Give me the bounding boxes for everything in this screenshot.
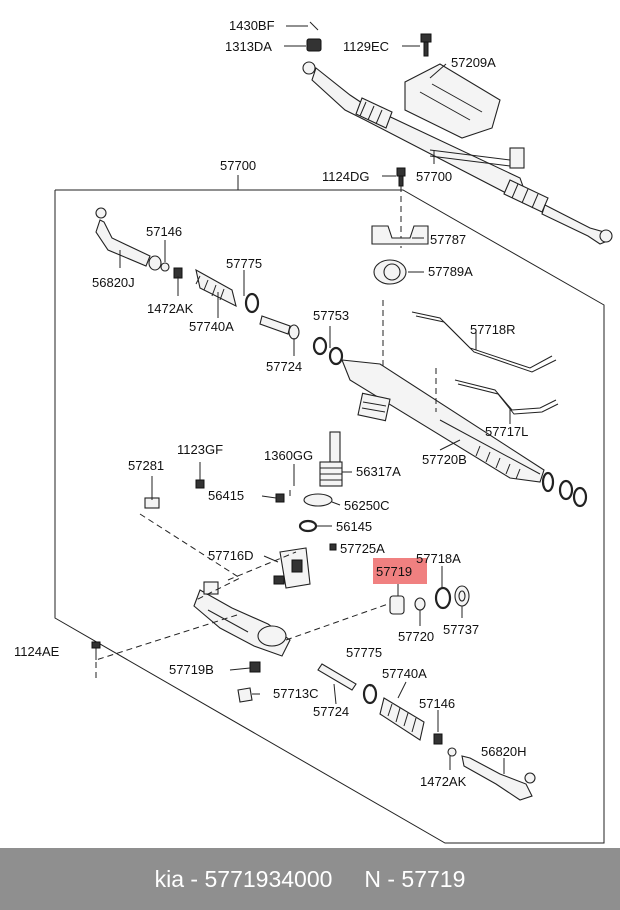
rack-housing-lower: [193, 581, 291, 657]
left-tie-rod-group: [95, 207, 344, 366]
label-57789A[interactable]: 57789A: [428, 264, 473, 279]
feed-lines: [382, 300, 559, 415]
label-57717L[interactable]: 57717L: [485, 424, 528, 439]
label-57720[interactable]: 57720: [398, 629, 434, 644]
label-56820H[interactable]: 56820H: [481, 744, 527, 759]
leader-lines: [119, 63, 511, 774]
label-57713C[interactable]: 57713C: [273, 686, 319, 701]
part-labels: 1430BF 1313DA 1129EC 57209A 57700 1124DG…: [14, 18, 528, 789]
label-57787[interactable]: 57787: [430, 232, 466, 247]
label-57146-a[interactable]: 57146: [146, 224, 182, 239]
label-1430BF[interactable]: 1430BF: [229, 18, 275, 33]
right-tie-rod-group: [237, 661, 536, 801]
label-1472AK-b[interactable]: 1472AK: [420, 774, 467, 789]
label-1313DA[interactable]: 1313DA: [225, 39, 272, 54]
heat-shield: [404, 63, 501, 139]
top-assembled-rack: [302, 61, 613, 245]
label-56250C[interactable]: 56250C: [344, 498, 390, 513]
clamp-and-bush: [371, 225, 429, 285]
label-57725A[interactable]: 57725A: [340, 541, 385, 556]
label-57718R[interactable]: 57718R: [470, 322, 516, 337]
label-57753[interactable]: 57753: [313, 308, 349, 323]
label-57700-mid[interactable]: 57700: [416, 169, 452, 184]
label-56317A[interactable]: 56317A: [356, 464, 401, 479]
label-57737[interactable]: 57737: [443, 622, 479, 637]
label-1129EC[interactable]: 1129EC: [343, 39, 389, 54]
label-1360GG[interactable]: 1360GG: [264, 448, 313, 463]
label-57740A-b[interactable]: 57740A: [382, 666, 427, 681]
steering-gear-parts-diagram: 1430BF 1313DA 1129EC 57209A 57700 1124DG…: [14, 18, 613, 844]
pinion-parts: [144, 431, 343, 589]
label-57700-top[interactable]: 57700: [220, 158, 256, 173]
assembly-frame: [54, 189, 605, 844]
gear-housing: [341, 359, 588, 508]
label-57718A[interactable]: 57718A: [416, 551, 461, 566]
footer-text: kia - 5771934000 N - 57719: [154, 865, 466, 892]
label-1472AK-a[interactable]: 1472AK: [147, 301, 194, 316]
label-57724-a[interactable]: 57724: [266, 359, 302, 374]
label-57740A-a[interactable]: 57740A: [189, 319, 234, 334]
label-57716D[interactable]: 57716D: [208, 548, 254, 563]
highlight-box: [373, 558, 427, 584]
label-56145[interactable]: 56145: [336, 519, 372, 534]
label-56820J[interactable]: 56820J: [92, 275, 135, 290]
label-1124AE[interactable]: 1124AE: [14, 644, 60, 659]
label-57724-b[interactable]: 57724: [313, 704, 349, 719]
part-number-footer: kia - 5771934000 N - 57719: [0, 848, 620, 910]
label-56415[interactable]: 56415: [208, 488, 244, 503]
label-57720B[interactable]: 57720B: [422, 452, 467, 467]
label-57209A[interactable]: 57209A: [451, 55, 496, 70]
reference-lines: [91, 513, 389, 678]
label-57719[interactable]: 57719: [376, 564, 412, 579]
label-57775-a[interactable]: 57775: [226, 256, 262, 271]
label-1124DG[interactable]: 1124DG: [322, 169, 369, 184]
label-57719B[interactable]: 57719B: [169, 662, 214, 677]
yoke-parts: [373, 558, 470, 615]
label-57146-b[interactable]: 57146: [419, 696, 455, 711]
label-57281[interactable]: 57281: [128, 458, 164, 473]
label-57775-b[interactable]: 57775: [346, 645, 382, 660]
label-1123GF[interactable]: 1123GF: [177, 442, 223, 457]
